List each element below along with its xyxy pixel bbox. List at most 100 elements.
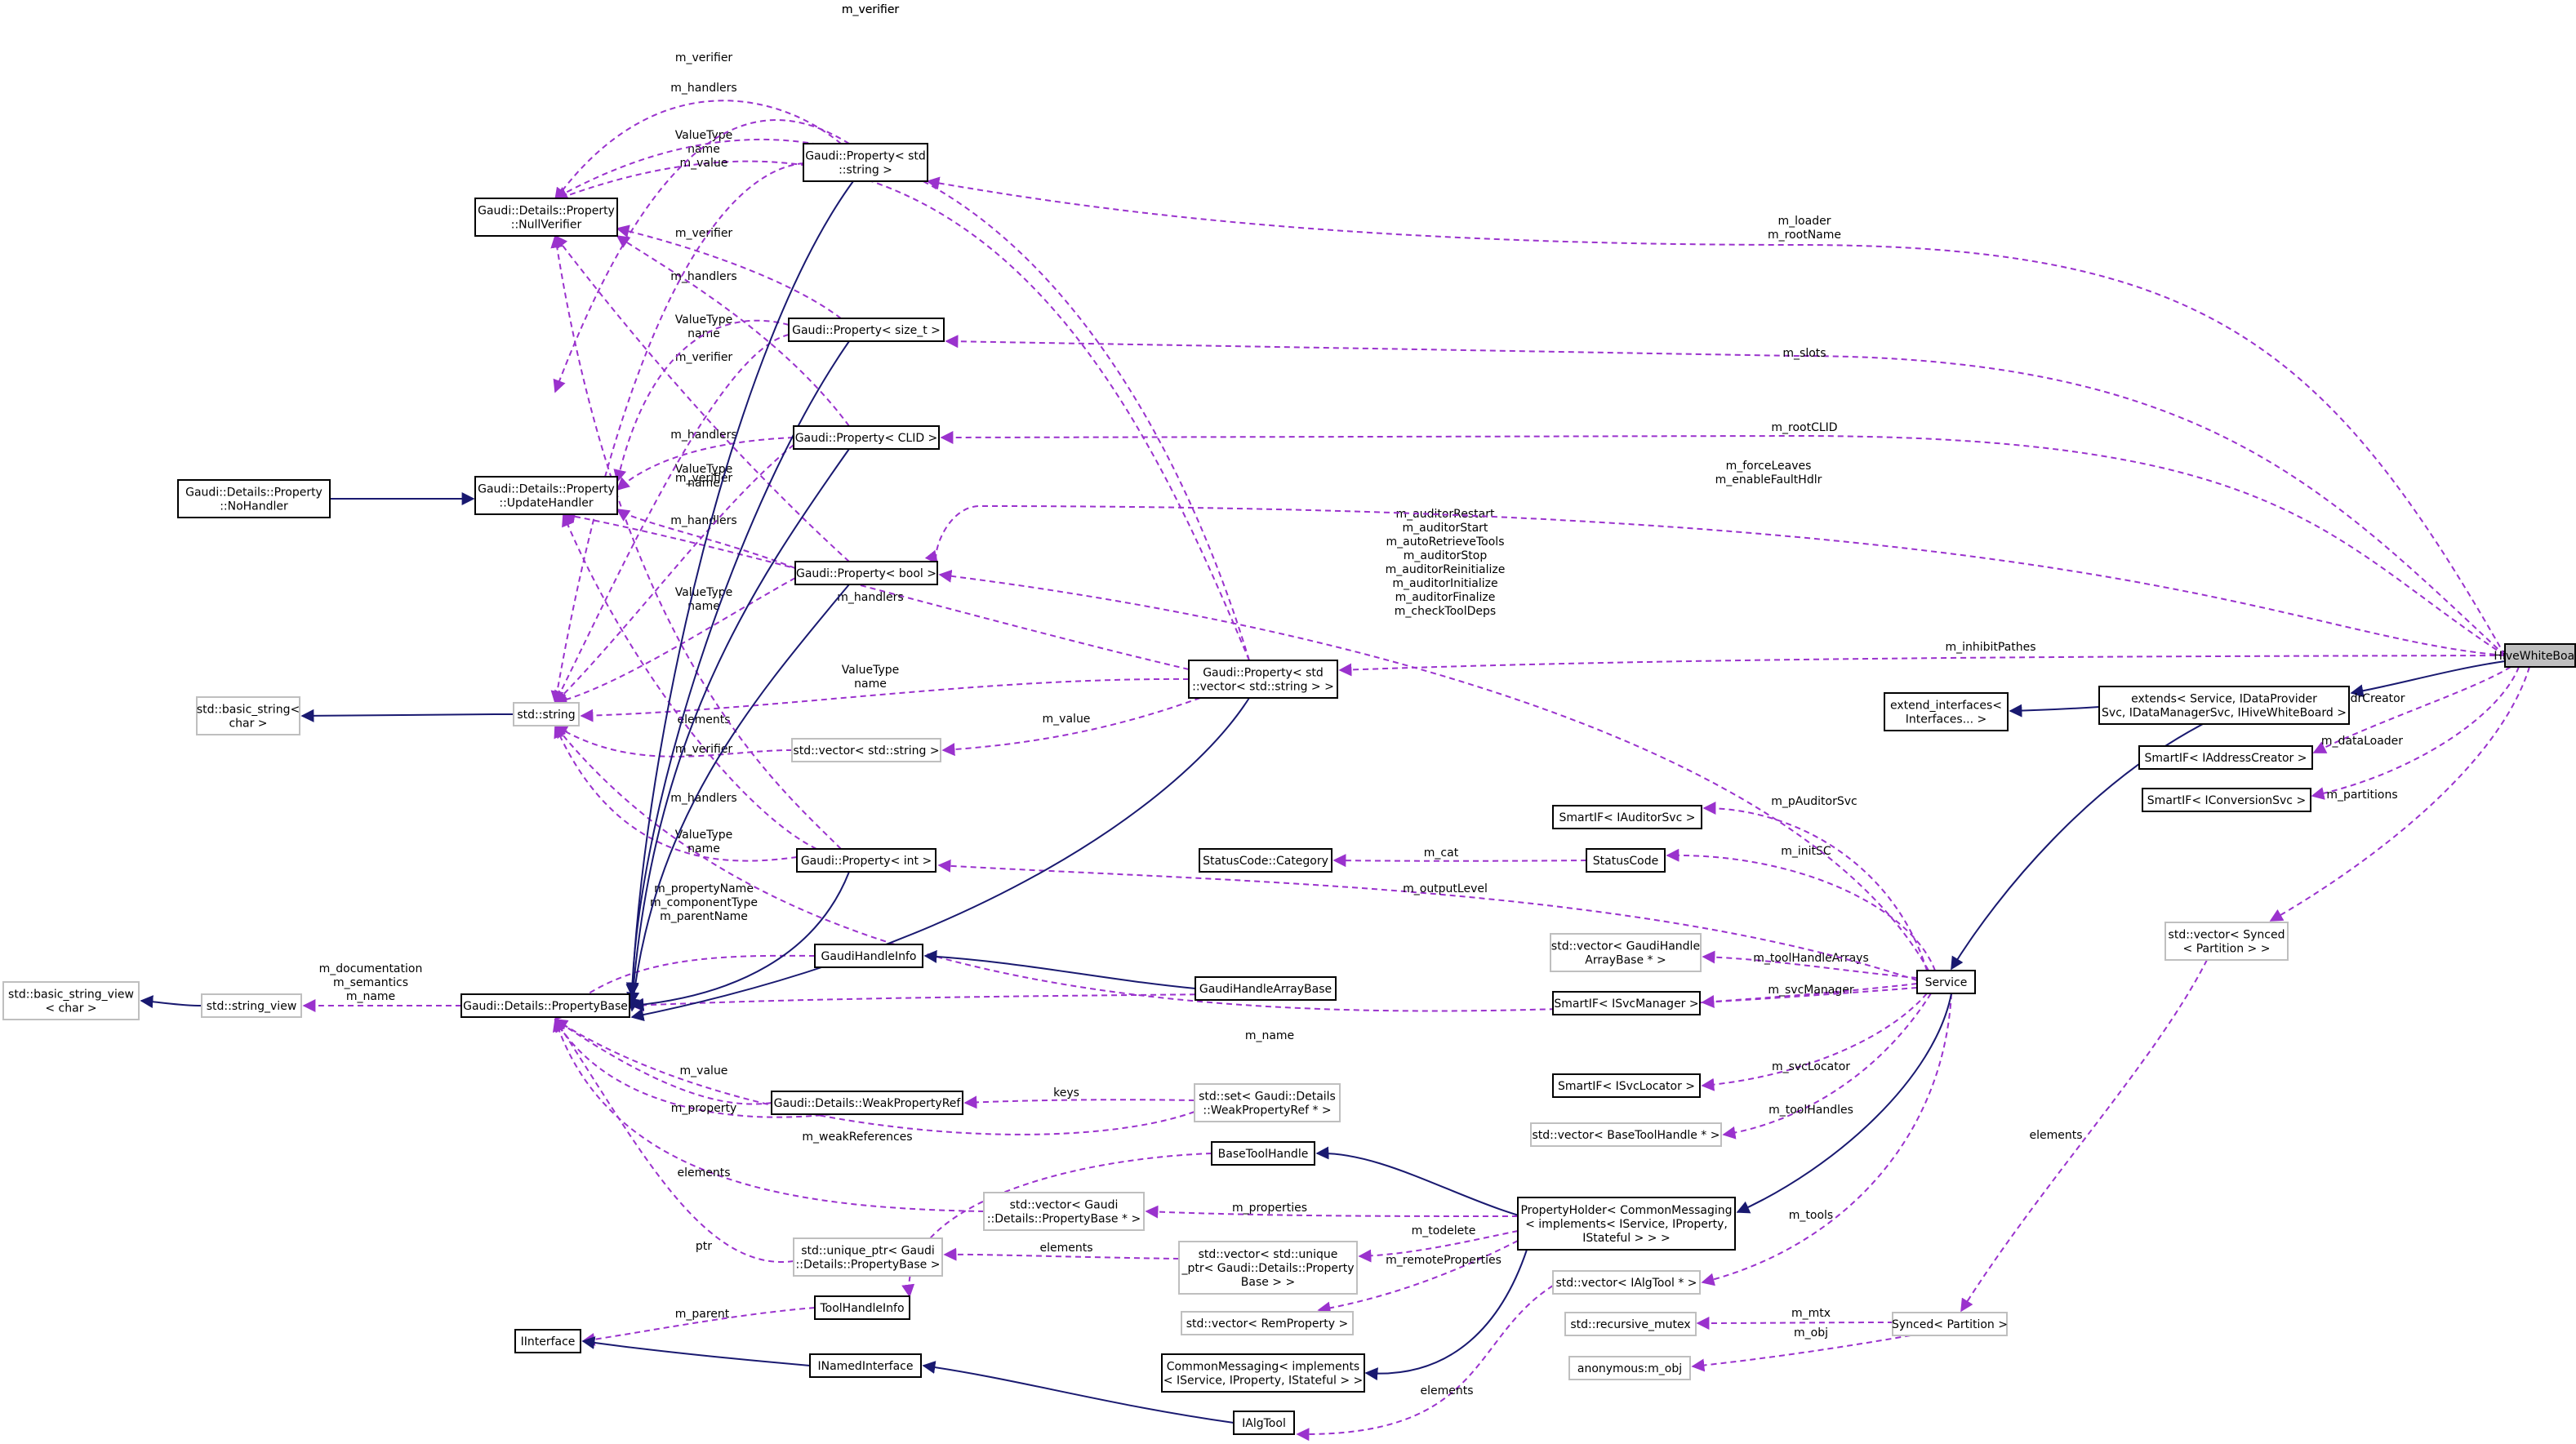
node-label: Gaudi::Property< std <box>805 150 926 163</box>
edge-label: elements <box>1039 1242 1092 1255</box>
class-node-service[interactable]: Service <box>1916 970 1976 994</box>
class-node-vec-unique-ptr-pb[interactable]: std::vector< std::unique_ptr< Gaudi::Det… <box>1178 1241 1358 1295</box>
class-node-prop-bool[interactable]: Gaudi::Property< bool > <box>794 561 938 585</box>
edge-label: ValueType <box>675 313 733 327</box>
class-node-recursive-mutex[interactable]: std::recursive_mutex <box>1564 1312 1697 1336</box>
class-node-vec-ialgtool[interactable]: std::vector< IAlgTool * > <box>1552 1270 1701 1295</box>
edge-label: m_verifier <box>842 3 900 16</box>
class-node-ialgtool[interactable]: IAlgTool <box>1233 1411 1295 1435</box>
node-label: std::string_view <box>207 1000 297 1013</box>
class-node-smartif-svcloc[interactable]: SmartIF< ISvcLocator > <box>1552 1073 1701 1098</box>
class-node-prop-int[interactable]: Gaudi::Property< int > <box>796 848 937 873</box>
node-box <box>1892 1312 2008 1336</box>
class-node-vec-pb-ptr[interactable]: std::vector< Gaudi::Details::PropertyBas… <box>983 1192 1145 1231</box>
edge-line <box>554 334 790 704</box>
usage-edge: m_handlers <box>616 429 794 491</box>
class-node-toolhandleinfo[interactable]: ToolHandleInfo <box>814 1295 910 1320</box>
edge-label: ptr <box>696 1240 712 1253</box>
class-node-smartif-svcmgr[interactable]: SmartIF< ISvcManager > <box>1552 991 1701 1015</box>
class-node-anon-obj[interactable]: anonymous:m_obj <box>1568 1356 1691 1380</box>
node-label: Service <box>1925 976 1968 989</box>
edge-line <box>554 725 793 758</box>
class-node-basic-string-view[interactable]: std::basic_string_view< char > <box>2 981 140 1020</box>
class-node-smartif-addr[interactable]: SmartIF< IAddressCreator > <box>2138 745 2313 770</box>
node-label: std::vector< BaseToolHandle * > <box>1533 1129 1720 1142</box>
class-node-string-view[interactable]: std::string_view <box>201 993 302 1018</box>
class-node-commonmessaging[interactable]: CommonMessaging< implements< IService, I… <box>1161 1353 1365 1393</box>
class-node-prop-clid[interactable]: Gaudi::Property< CLID > <box>793 425 940 450</box>
edge-label: m_name <box>346 990 395 1003</box>
class-node-basetoolhandle[interactable]: BaseToolHandle <box>1211 1141 1315 1166</box>
class-node-prop-vec-string[interactable]: Gaudi::Property< std::vector< std::strin… <box>1188 660 1338 699</box>
class-node-vec-remoteprop[interactable]: std::vector< RemProperty > <box>1181 1311 1354 1335</box>
edge-label: m_propertyName <box>654 882 754 895</box>
node-box <box>2142 788 2311 812</box>
class-node-iinterface[interactable]: IInterface <box>514 1329 581 1353</box>
usage-edge: m_parent <box>581 1307 816 1346</box>
class-node-unique-ptr-pb[interactable]: std::unique_ptr< Gaudi::Details::Propert… <box>793 1237 943 1277</box>
class-node-gaudihandlearraybase[interactable]: GaudiHandleArrayBase <box>1195 976 1337 1001</box>
inheritance-edge <box>626 448 850 1006</box>
edge-line <box>554 1019 1195 1135</box>
usage-edge: m_weakReferences <box>554 1019 1195 1144</box>
edge-label: m_mtx <box>1791 1307 1831 1320</box>
edge-label: m_documentation <box>319 962 423 975</box>
class-node-smartif-auditor[interactable]: SmartIF< IAuditorSvc > <box>1552 805 1702 829</box>
class-node-prop-string[interactable]: Gaudi::Property< std::string > <box>803 143 928 182</box>
node-label: SmartIF< ISvcManager > <box>1554 997 1698 1011</box>
edge-label: m_remoteProperties <box>1386 1254 1502 1267</box>
edge-label: m_svcManager <box>1768 984 1854 997</box>
node-label: std::vector< std::string > <box>793 744 939 758</box>
class-node-vec-basetoolhandle[interactable]: std::vector< BaseToolHandle * > <box>1530 1122 1722 1147</box>
class-node-updatehandler[interactable]: Gaudi::Details::Property::UpdateHandler <box>474 476 618 515</box>
class-node-weakpropref[interactable]: Gaudi::Details::WeakPropertyRef <box>771 1091 963 1115</box>
edge-label: m_checkToolDeps <box>1395 605 1496 618</box>
class-node-propertybase[interactable]: Gaudi::Details::PropertyBase <box>460 993 630 1018</box>
class-node-vec-synced[interactable]: std::vector< Synced< Partition > > <box>2164 922 2289 961</box>
edge-line <box>616 437 794 491</box>
class-node-vec-gaudihandlearray[interactable]: std::vector< GaudiHandleArrayBase * > <box>1550 933 1702 972</box>
edge-line <box>554 444 794 704</box>
class-node-gaudihandleinfo[interactable]: GaudiHandleInfo <box>814 944 923 968</box>
usage-edge: m_remoteProperties <box>1317 1240 1519 1315</box>
class-node-nohandler[interactable]: Gaudi::Details::Property::NoHandler <box>177 479 331 518</box>
node-box <box>1188 660 1338 699</box>
edge-label: m_handlers <box>670 270 736 283</box>
class-node-extend-interfaces[interactable]: extend_interfaces<Interfaces... > <box>1884 692 2009 731</box>
node-label: std::vector< RemProperty > <box>1186 1317 1348 1331</box>
edge-label: m_verifier <box>675 227 733 240</box>
class-node-synced-partition[interactable]: Synced< Partition > <box>1892 1312 2008 1336</box>
class-node-propertyholder[interactable]: PropertyHolder< CommonMessaging< impleme… <box>1517 1197 1736 1251</box>
node-label: < Partition > > <box>2183 943 2271 956</box>
inheritance-edge <box>140 995 202 1009</box>
class-node-inamedinterface[interactable]: INamedInterface <box>809 1353 922 1378</box>
edge-label: m_handlers <box>670 514 736 527</box>
class-node-smartif-conv[interactable]: SmartIF< IConversionSvc > <box>2142 788 2311 812</box>
node-box <box>794 561 938 585</box>
edge-label: m_todelete <box>1412 1224 1476 1237</box>
node-box <box>1552 991 1701 1015</box>
class-node-vec-string[interactable]: std::vector< std::string > <box>791 738 941 762</box>
class-node-hive[interactable]: HiveWhiteBoard <box>2494 643 2576 668</box>
node-label: Svc, IDataManagerSvc, IHiveWhiteBoard > <box>2102 707 2347 720</box>
edge-line <box>926 176 2506 656</box>
class-node-prop-size-t[interactable]: Gaudi::Property< size_t > <box>788 318 945 342</box>
edge-label: m_componentType <box>650 896 758 909</box>
node-box <box>771 1091 963 1115</box>
node-label: HiveWhiteBoard <box>2494 650 2576 663</box>
node-box <box>1517 1197 1736 1251</box>
class-node-nullverifier[interactable]: Gaudi::Details::Property::NullVerifier <box>474 198 618 237</box>
class-node-basic-string[interactable]: std::basic_string<char > <box>196 696 300 735</box>
edge-label: m_pAuditorSvc <box>1771 795 1857 808</box>
inheritance-edge <box>922 1361 1235 1424</box>
node-label: std::string <box>517 709 575 722</box>
class-node-set-weakprop[interactable]: std::set< Gaudi::Details::WeakPropertyRe… <box>1194 1083 1341 1122</box>
usage-edge: m_property <box>554 1018 832 1118</box>
class-node-statuscode-cat[interactable]: StatusCode::Category <box>1199 848 1332 873</box>
class-node-std-string[interactable]: std::string <box>513 702 580 726</box>
edge-label: name <box>687 842 720 855</box>
class-node-statuscode[interactable]: StatusCode <box>1586 848 1666 873</box>
node-label: IAlgTool <box>1242 1417 1286 1430</box>
